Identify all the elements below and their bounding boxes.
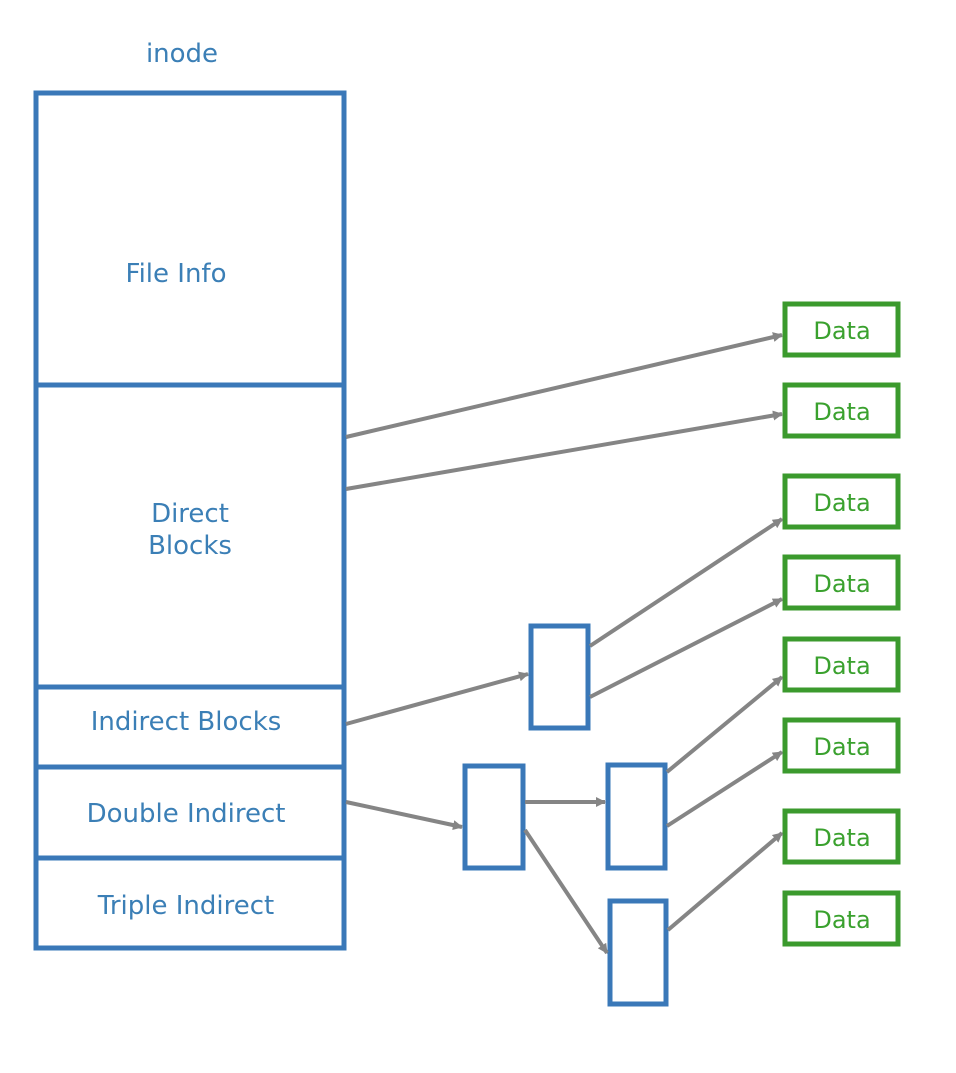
indirect-data-arrow [589, 597, 783, 699]
double-indirect-arrow [345, 800, 463, 830]
triple-indirect-label: Triple Indirect [97, 891, 274, 921]
triple-indirect-data-arrow [666, 831, 784, 932]
data-block [782, 717, 901, 774]
double-indirect-data-arrow [665, 675, 784, 774]
data-block-label: Data [813, 570, 870, 598]
data-block-label: Data [813, 652, 870, 680]
pointer-arrows [345, 332, 784, 955]
direct-blocks-label-line2: Blocks [148, 531, 232, 561]
data-block-label: Data [813, 317, 870, 345]
data-block [782, 554, 901, 611]
data-block-label: Data [813, 489, 870, 517]
data-block [782, 301, 901, 358]
inode-title: inode [146, 39, 218, 69]
indirect-arrow [345, 671, 529, 726]
data-block [782, 890, 901, 947]
double-indirect-label: Double Indirect [87, 799, 286, 829]
double-indirect-level1-block [462, 763, 526, 871]
data-blocks: Data Data Data Data Data Data Data Data [782, 301, 901, 947]
direct-blocks-label-line1: Direct [151, 499, 229, 529]
direct-arrow [345, 332, 783, 439]
data-block [782, 808, 901, 865]
indirect-data-arrow [588, 517, 784, 648]
data-block [782, 636, 901, 693]
data-block-label: Data [813, 824, 870, 852]
data-block [782, 382, 901, 439]
inode-outline [33, 90, 347, 951]
data-block-label: Data [813, 398, 870, 426]
triple-level-arrow [523, 828, 609, 955]
data-block-label: Data [813, 733, 870, 761]
data-block-label: Data [813, 906, 870, 934]
data-block [782, 473, 901, 530]
indirect-pointer-block [528, 623, 591, 731]
indirect-blocks-label: Indirect Blocks [91, 707, 282, 737]
triple-indirect-block [607, 898, 669, 1007]
double-indirect-data-arrow [665, 750, 784, 828]
double-indirect-level2-block [605, 762, 668, 871]
direct-arrow [345, 410, 783, 491]
pointer-blocks [462, 623, 669, 1007]
file-info-label: File Info [126, 259, 227, 289]
inode-table: File Info Direct Blocks Indirect Blocks … [33, 90, 347, 951]
